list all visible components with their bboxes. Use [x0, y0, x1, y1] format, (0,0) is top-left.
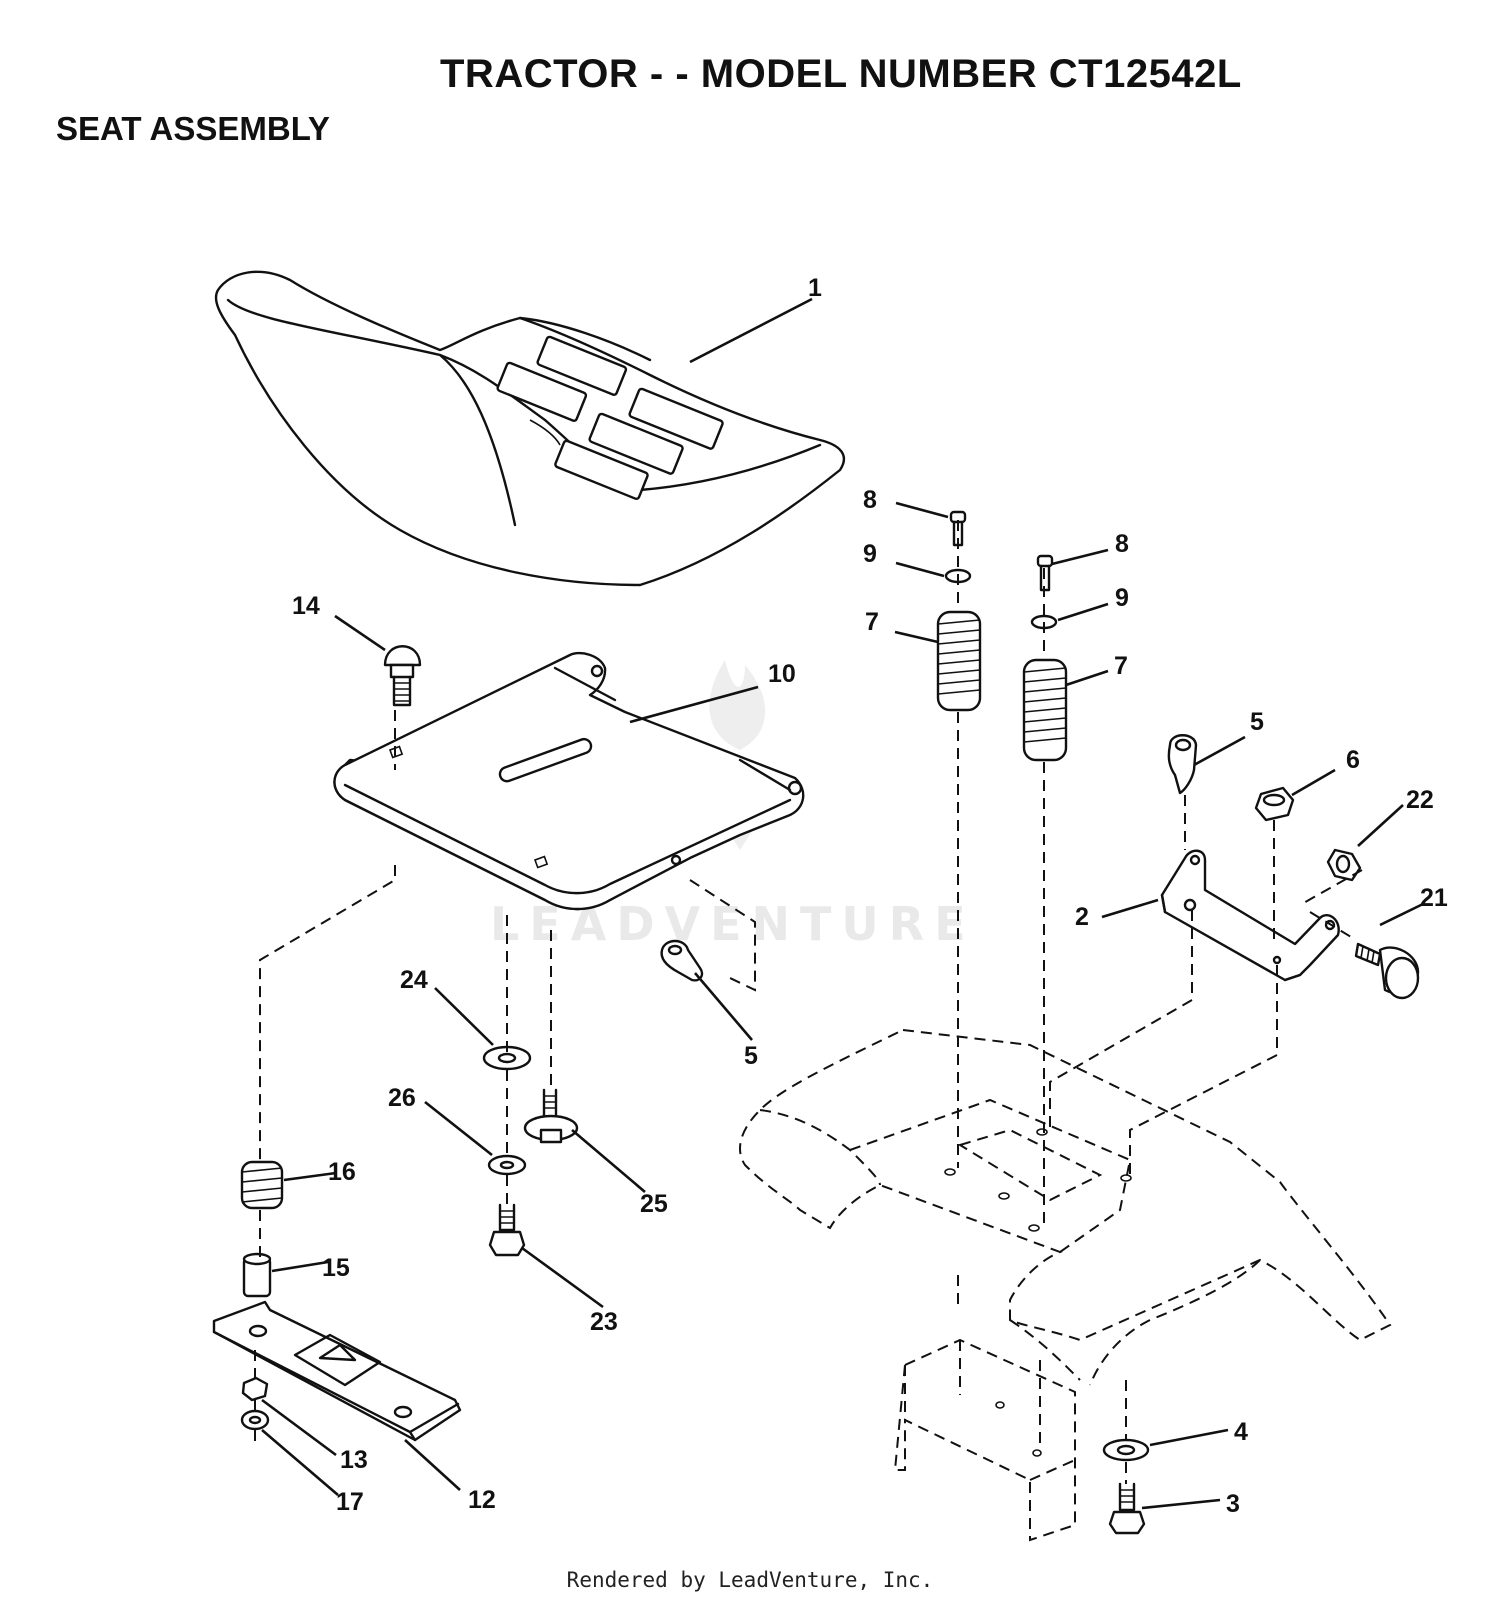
- seat-part: [214, 270, 846, 587]
- seat-bracket-part: [1160, 849, 1340, 982]
- carriage-bolt-part: [383, 645, 422, 707]
- callout-17: 17: [336, 1488, 364, 1516]
- nut-pivot-part: [1326, 848, 1362, 882]
- spring-right-part: [1022, 658, 1068, 762]
- spring-front-part: [240, 1160, 284, 1210]
- section-title: SEAT ASSEMBLY: [56, 110, 330, 147]
- callout-1: 1: [808, 274, 822, 302]
- leader-lines: [261, 297, 1424, 1510]
- page-title: TRACTOR - - MODEL NUMBER CT12542L: [440, 52, 1242, 96]
- callout-8-right: 8: [1115, 530, 1129, 558]
- pivot-bolt-part: [1354, 942, 1420, 1000]
- callout-5-lower: 5: [744, 1042, 758, 1070]
- callout-26: 26: [388, 1084, 416, 1112]
- callout-labels: 1 2 3 4 5 5 6 7 7 8 8 9 9 10 12 13 14 15…: [292, 274, 1448, 1518]
- clip-lower-part: [660, 939, 704, 982]
- callout-6: 6: [1346, 746, 1360, 774]
- spacer-part: [242, 1252, 272, 1298]
- callout-25: 25: [640, 1190, 668, 1218]
- callout-16: 16: [328, 1158, 356, 1186]
- clip-upper-part: [1167, 734, 1198, 795]
- nut-rail-part: [241, 1376, 269, 1402]
- callout-12: 12: [468, 1486, 496, 1514]
- bolt-pan-part: [488, 1203, 526, 1257]
- callout-9-left: 9: [863, 540, 877, 568]
- slide-rail-part: [212, 1300, 462, 1442]
- washer-pan-lower-part: [487, 1154, 527, 1176]
- callout-4: 4: [1234, 1418, 1248, 1446]
- tractor-frame-outline: [739, 1028, 1392, 1542]
- render-credit: Rendered by LeadVenture, Inc.: [566, 1568, 934, 1592]
- callout-2: 2: [1075, 903, 1089, 931]
- callout-9-right: 9: [1115, 584, 1129, 612]
- callout-10: 10: [768, 660, 796, 688]
- callout-14: 14: [292, 592, 320, 620]
- bolt-bottom-part: [1108, 1482, 1146, 1535]
- callout-21: 21: [1420, 884, 1448, 912]
- callout-24: 24: [400, 966, 428, 994]
- shoulder-bolt-part: [523, 1088, 579, 1144]
- nut-bracket-part: [1254, 786, 1295, 822]
- callout-22: 22: [1406, 786, 1434, 814]
- callout-13: 13: [340, 1446, 368, 1474]
- callout-3: 3: [1226, 1490, 1240, 1518]
- callout-5-upper: 5: [1250, 708, 1264, 736]
- spring-left-part: [936, 610, 982, 712]
- seat-pan-part: [333, 651, 805, 911]
- callout-7-left: 7: [865, 608, 879, 636]
- washer-rail-part: [240, 1409, 270, 1431]
- callout-23: 23: [590, 1308, 618, 1336]
- callout-15: 15: [322, 1254, 350, 1282]
- assembly-lines: [254, 520, 1363, 1484]
- callout-8-left: 8: [863, 486, 877, 514]
- callout-7-right: 7: [1114, 652, 1128, 680]
- washer-bottom-part: [1102, 1438, 1150, 1462]
